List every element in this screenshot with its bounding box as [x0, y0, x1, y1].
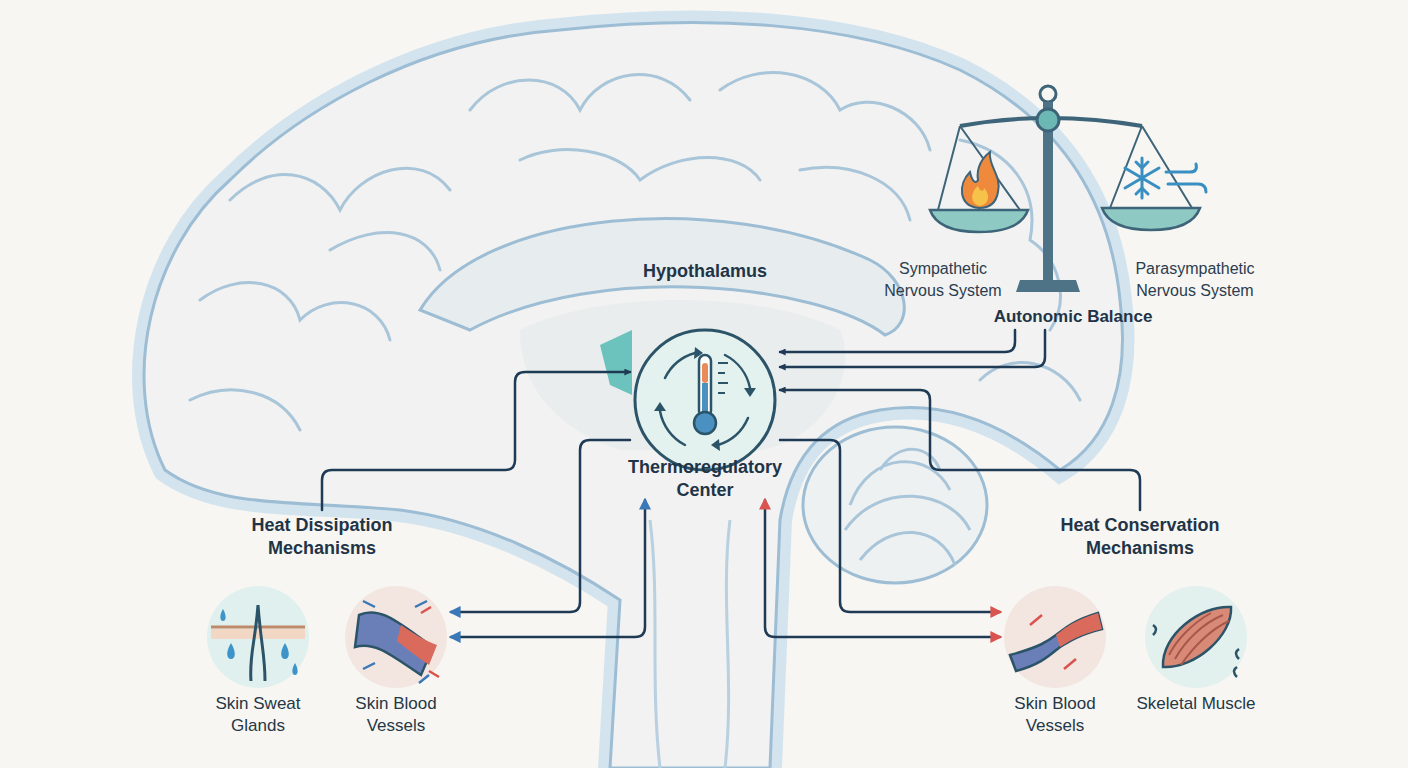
connector-arrow	[765, 500, 1000, 637]
blood-vessel-red	[1056, 613, 1102, 647]
hypothalamus-center: HypothalamusThermoregulatory Center	[630, 258, 780, 500]
node-label: Thermoregulatory Center	[610, 456, 800, 503]
cycle-arc	[718, 418, 748, 445]
effector-icon: Skin Sweat Glands	[203, 585, 313, 737]
node-graphic	[1000, 585, 1110, 689]
effector-icon: Skin Blood Vessels	[1000, 585, 1110, 737]
brain-outline	[144, 23, 1122, 768]
snowflake-arm	[1125, 158, 1159, 198]
node-label: Parasympathetic Nervous System	[1115, 258, 1275, 301]
cycle-arrows	[660, 353, 750, 445]
flow-arrows-red	[421, 607, 439, 677]
blood-vessel-constricted	[1010, 613, 1102, 671]
left-pan	[930, 210, 1028, 232]
mechanism-group: Heat Dissipation MechanismsSkin Sweat Gl…	[182, 510, 462, 742]
autonomic-balance: Sympathetic Nervous SystemParasympatheti…	[880, 80, 1280, 330]
skin-layer	[211, 626, 305, 629]
icon-circle	[1145, 586, 1247, 688]
snowflake-icon	[1125, 158, 1206, 198]
shiver-lines	[1153, 625, 1239, 677]
skin-tissue	[211, 629, 305, 639]
node-label: Sympathetic Nervous System	[868, 258, 1018, 301]
mechanism-group: Heat Conservation MechanismsSkin Blood V…	[990, 510, 1290, 742]
effector-icon: Skin Blood Vessels	[341, 585, 451, 737]
sweat-drop	[220, 609, 297, 675]
cycle-head	[744, 388, 756, 397]
flow-arrows	[363, 601, 429, 683]
scale-strings	[938, 126, 1192, 210]
node-heading: Hypothalamus	[600, 260, 810, 283]
gyrus-line	[980, 363, 1080, 400]
node-graphic	[1141, 585, 1251, 689]
thermometer-red	[702, 363, 708, 383]
gyrus-line	[200, 283, 390, 340]
scale-base	[1016, 280, 1080, 292]
thermometer-ticks	[718, 363, 728, 393]
icon-circle	[345, 586, 447, 688]
blood-vessel-red	[397, 625, 437, 665]
cycle-head	[654, 402, 666, 411]
flame-icon	[962, 152, 999, 208]
flow-arrows-red	[1030, 615, 1076, 669]
gyrus-line	[520, 150, 760, 180]
muscle-fibers	[1169, 613, 1229, 665]
gyrus-line	[330, 233, 440, 270]
node-graphic	[630, 293, 780, 473]
thermometer-tube	[699, 355, 711, 417]
node-heading: Heat Dissipation Mechanisms	[222, 514, 422, 561]
node-heading: Heat Conservation Mechanisms	[1030, 514, 1250, 561]
scale-ring	[1040, 86, 1056, 102]
gyrus-line	[190, 390, 300, 430]
node-label: Skin Blood Vessels	[990, 693, 1120, 737]
gyrus-line	[470, 75, 690, 110]
brain-halo	[144, 23, 1122, 768]
node-graphic	[203, 585, 313, 689]
node-label: Autonomic Balance	[968, 306, 1178, 328]
cerebellum-folia	[845, 449, 970, 565]
cycle-heads	[654, 347, 756, 451]
right-pan	[1102, 208, 1200, 230]
connector-arrow	[780, 330, 1045, 367]
icon-circle	[1004, 586, 1106, 688]
hypothalamus-wedge	[600, 330, 632, 395]
thermometer-bulb	[694, 412, 716, 434]
effector-icon: Skeletal Muscle	[1141, 585, 1251, 737]
cerebellum-outline	[803, 427, 987, 583]
scale-pivot	[1037, 109, 1059, 131]
gyrus-line	[230, 168, 450, 210]
node-label: Skin Sweat Glands	[193, 693, 323, 737]
icon-circle	[207, 586, 309, 688]
hypothalamus-circle	[635, 330, 775, 470]
wind-lines	[1166, 164, 1206, 192]
cycle-head	[711, 439, 720, 451]
connector-arrow	[780, 390, 1140, 510]
cerebellum	[803, 427, 987, 583]
cycle-arc	[665, 353, 695, 378]
connector-arrow	[451, 500, 645, 637]
cycle-arc	[725, 355, 750, 388]
node-graphic	[341, 585, 451, 689]
gyrus-line	[800, 167, 910, 220]
connector-arrow	[780, 330, 1015, 352]
connector-arrow	[451, 440, 630, 612]
gyrus-line	[720, 73, 930, 150]
node-label: Skeletal Muscle	[1131, 693, 1261, 715]
connector-arrow	[322, 372, 630, 510]
muscle-bundle	[1163, 607, 1231, 667]
cycle-arc	[660, 411, 685, 445]
flame-core	[972, 186, 988, 206]
connector-arrow	[780, 440, 1000, 612]
snowflake-tips	[1136, 162, 1148, 194]
hair-follicle	[251, 605, 265, 681]
brainstem-line	[650, 520, 730, 768]
node-label: Skin Blood Vessels	[331, 693, 461, 737]
